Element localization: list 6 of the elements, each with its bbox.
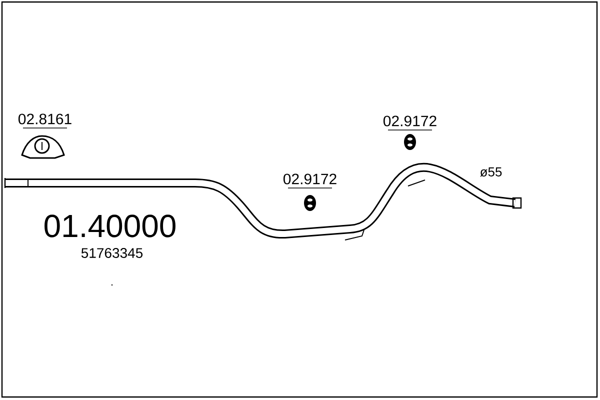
reference-number: 51763345: [81, 248, 143, 258]
article-number: 01.40000: [44, 214, 176, 238]
part-number: 02.9172: [383, 116, 436, 126]
diameter-label: ø55: [480, 167, 502, 177]
part-number: 02.9172: [283, 174, 336, 184]
part-number: 02.8161: [18, 114, 72, 124]
